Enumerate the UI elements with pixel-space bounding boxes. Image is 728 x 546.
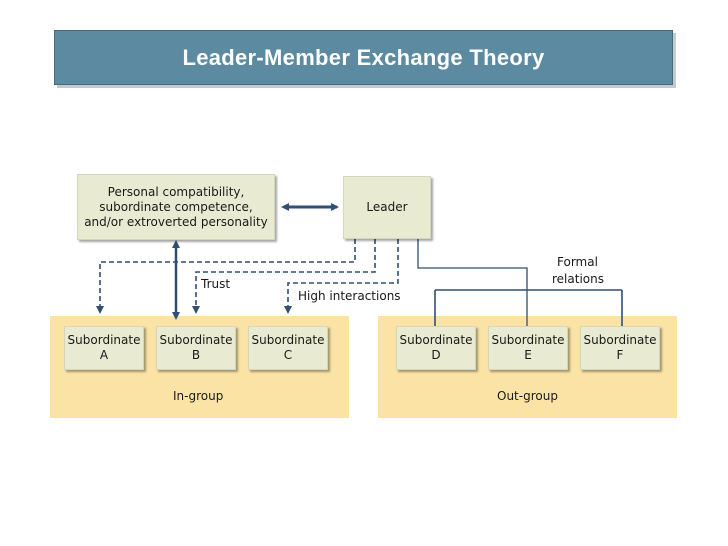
subordinate-e: Subordinate E [488, 326, 568, 370]
subordinate-c: Subordinate C [248, 326, 328, 370]
leader-box: Leader [343, 176, 431, 239]
in-group-label: In-group [173, 389, 224, 403]
subordinate-letter: F [616, 348, 624, 362]
title-bar: Leader-Member Exchange Theory [54, 30, 673, 85]
subordinate-d: Subordinate D [396, 326, 476, 370]
subordinate-letter: B [191, 348, 201, 362]
formal-relations-label-1: Formal [557, 255, 598, 269]
leader-label: Leader [366, 200, 408, 214]
subordinate-letter: E [524, 348, 532, 362]
subordinate-letter: D [431, 348, 441, 362]
slide-title: Leader-Member Exchange Theory [182, 44, 545, 70]
formal-relations-line [417, 239, 528, 326]
dashed-line-to-c [284, 239, 399, 314]
high-interactions-label: High interactions [298, 289, 401, 303]
out-group-label: Out-group [497, 389, 558, 403]
subordinate-title: Subordinate [583, 333, 657, 347]
trust-label: Trust [201, 277, 231, 291]
factors-line-1: Personal compatibility, [107, 184, 245, 199]
formal-relations-label-2: relations [552, 272, 604, 286]
subordinate-b: Subordinate B [156, 326, 236, 370]
subordinate-a: Subordinate A [64, 326, 144, 370]
subordinate-f: Subordinate F [580, 326, 660, 370]
factors-box: Personal compatibility, subordinate comp… [77, 174, 275, 240]
subordinate-title: Subordinate [67, 333, 141, 347]
subordinate-title: Subordinate [251, 333, 325, 347]
factors-line-2: subordinate competence, [99, 199, 253, 214]
subordinate-title: Subordinate [159, 333, 233, 347]
factors-line-3: and/or extroverted personality [84, 214, 268, 229]
subordinate-letter: C [283, 348, 293, 362]
subordinate-letter: A [99, 348, 109, 362]
dashed-line-to-b [192, 239, 376, 314]
subordinate-title: Subordinate [399, 333, 473, 347]
dashed-line-to-a [96, 239, 356, 314]
subordinate-title: Subordinate [491, 333, 565, 347]
